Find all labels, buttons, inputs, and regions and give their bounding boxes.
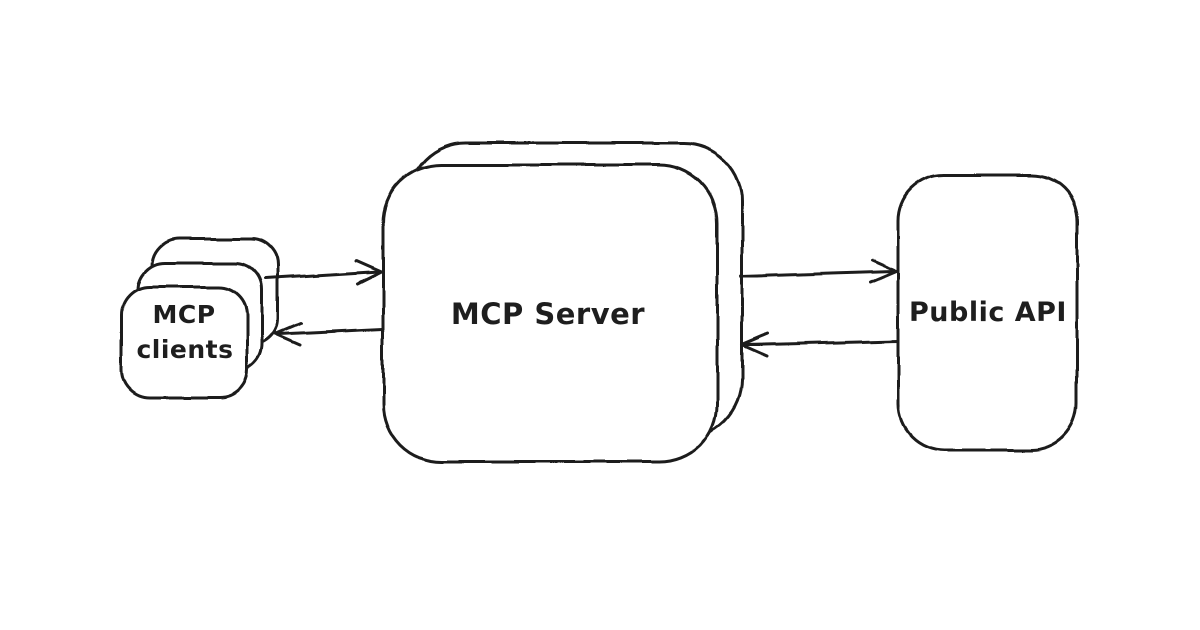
mcp-server-label: MCP Server (451, 297, 645, 331)
arrow-api-to-server-head (740, 332, 770, 358)
arrow-clients-to-server-head (354, 259, 383, 286)
arrow-api-to-server-line (742, 339, 900, 347)
server-box-front-shape (381, 163, 719, 464)
mcp-clients-label-line1: MCP (152, 300, 215, 329)
public-api-shape (896, 173, 1079, 452)
arrow-server-to-clients-head (273, 321, 303, 347)
mcp-clients-label-line2: clients (136, 335, 233, 364)
arrow-server-to-clients-line (277, 327, 385, 336)
public-api-node: Public API (896, 173, 1079, 452)
arrow-api-to-server (740, 332, 900, 358)
arrow-clients-to-server-line (264, 270, 381, 281)
arrow-server-to-api-line (739, 269, 896, 278)
mcp-clients-node: MCP clients (120, 237, 280, 400)
mcp-server-node: MCP Server (381, 141, 744, 464)
arrow-server-to-api (739, 258, 898, 284)
arrow-server-to-api-head (868, 258, 898, 284)
arrow-server-to-clients (273, 321, 385, 347)
client-card-front-shape (120, 285, 249, 400)
public-api-label: Public API (909, 297, 1067, 328)
arrow-clients-to-server (264, 259, 383, 286)
